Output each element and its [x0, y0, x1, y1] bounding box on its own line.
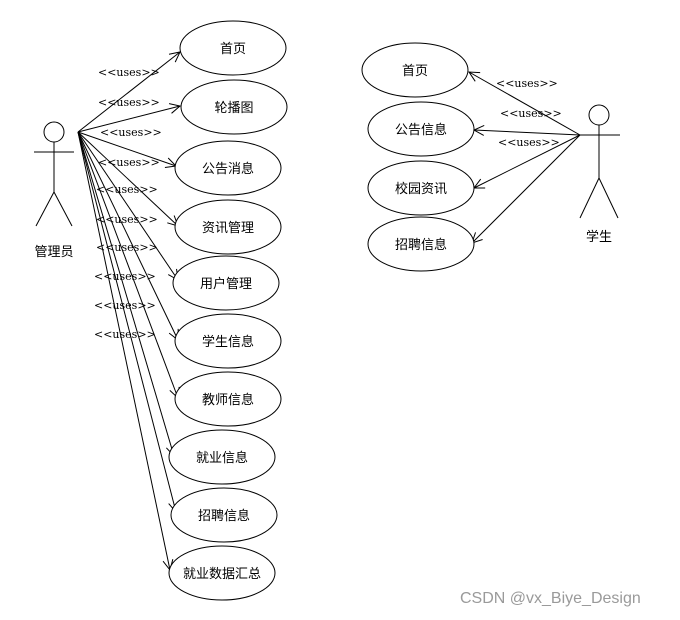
uses-label: <<uses>>	[96, 183, 158, 196]
admin-association-line	[77, 131, 176, 512]
admin-use-case: 就业数据汇总	[168, 545, 276, 601]
student-use-case: 校园资讯	[367, 160, 475, 216]
admin-associations	[77, 52, 180, 570]
admin-use-case: 就业信息	[168, 429, 276, 485]
admin-use-case-label: 首页	[220, 42, 246, 57]
student-use-case-label: 首页	[402, 64, 428, 79]
uses-label: <<uses>>	[496, 77, 558, 90]
student-association-line	[472, 134, 581, 243]
admin-association-line	[77, 131, 174, 456]
admin-association-line	[77, 131, 178, 398]
admin-actor-label: 管理员	[34, 245, 73, 260]
admin-use-case-label: 招聘信息	[198, 508, 250, 524]
admin-association-line	[77, 131, 178, 226]
admin-association-line	[77, 131, 170, 570]
student-use-case-label: 校园资讯	[395, 181, 447, 197]
uses-label: <<uses>>	[98, 66, 160, 79]
admin-use-case: 资讯管理	[174, 199, 282, 255]
admin-use-case: 首页	[179, 20, 287, 76]
admin-use-case: 招聘信息	[170, 487, 278, 543]
admin-use-case: 公告消息	[174, 140, 282, 196]
admin-use-case-label: 资讯管理	[202, 221, 254, 236]
uses-label: <<uses>>	[96, 241, 158, 254]
uses-label: <<uses>>	[498, 136, 560, 149]
uses-label: <<uses>>	[500, 107, 562, 120]
student-use-case-label: 招聘信息	[395, 237, 447, 253]
admin-use-case-label: 教师信息	[202, 392, 254, 408]
student-association-line	[474, 130, 581, 135]
admin-use-case: 教师信息	[174, 371, 282, 427]
student-actor-label: 学生	[586, 229, 612, 245]
admin-association-line	[77, 131, 176, 166]
student-use-cases: 首页 公告信息 校园资讯 招聘信息	[361, 42, 475, 272]
admin-uses-labels: <<uses>> <<uses>> <<uses>> <<uses>> <<us…	[94, 66, 162, 341]
student-use-case-label: 公告信息	[395, 122, 447, 138]
admin-use-case-label: 就业数据汇总	[183, 567, 261, 582]
admin-association-line	[77, 106, 180, 133]
admin-use-case-label: 就业信息	[196, 450, 248, 466]
admin-use-cases: 首页 轮播图 公告消息 资讯管理 用户管理 学生信息 教师信息 就业信息	[168, 20, 288, 601]
admin-actor: 管理员	[34, 121, 74, 260]
admin-use-case: 用户管理	[172, 255, 280, 311]
admin-use-case-label: 公告消息	[202, 161, 254, 177]
admin-association-line	[77, 52, 180, 133]
student-uses-labels: <<uses>> <<uses>> <<uses>>	[496, 77, 562, 149]
student-association-line	[469, 72, 581, 136]
admin-association-line	[77, 131, 178, 340]
student-use-case: 公告信息	[367, 101, 475, 157]
student-association-line	[474, 134, 581, 188]
uses-label: <<uses>>	[94, 270, 156, 283]
admin-use-case: 学生信息	[174, 313, 282, 369]
admin-use-case-label: 轮播图	[214, 101, 253, 116]
admin-use-case: 轮播图	[180, 79, 288, 135]
admin-association-line	[77, 131, 178, 280]
admin-use-case-label: 学生信息	[202, 334, 254, 350]
uses-label: <<uses>>	[100, 126, 162, 139]
watermark: CSDN @vx_Biye_Design	[460, 590, 641, 607]
admin-use-case-label: 用户管理	[200, 276, 252, 292]
uses-label: <<uses>>	[98, 156, 160, 169]
uses-label: <<uses>>	[96, 213, 158, 226]
student-use-case: 首页	[361, 42, 469, 98]
student-associations	[469, 72, 581, 243]
uses-label: <<uses>>	[94, 299, 156, 312]
uses-label: <<uses>>	[98, 96, 160, 109]
student-use-case: 招聘信息	[367, 216, 475, 272]
student-actor: 学生	[578, 104, 620, 245]
uses-label: <<uses>>	[94, 328, 156, 341]
